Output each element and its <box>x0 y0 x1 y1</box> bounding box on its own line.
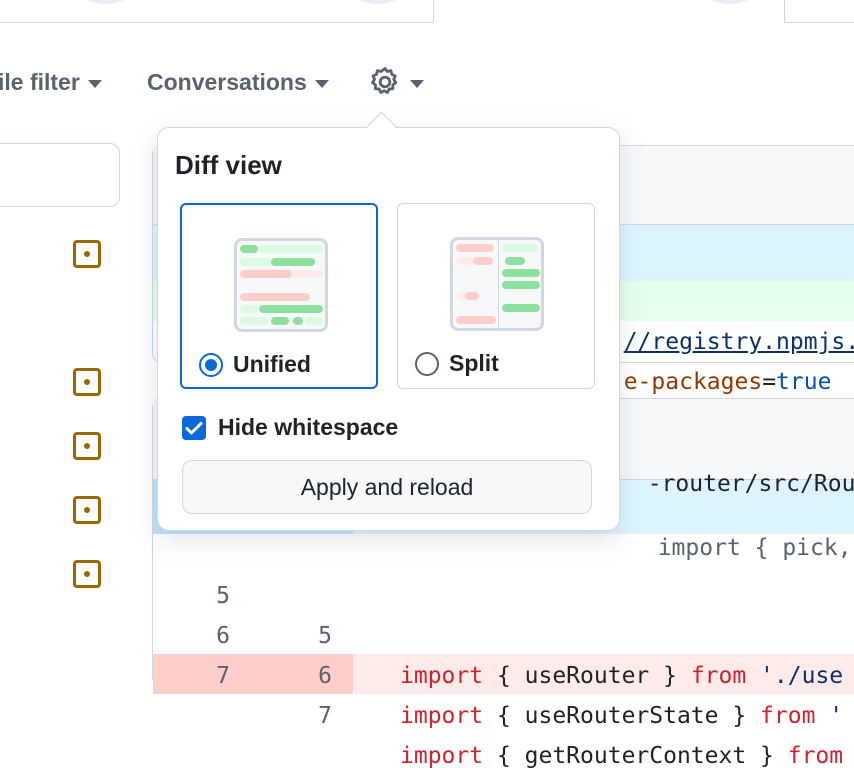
popover-title: Diff view <box>175 150 282 180</box>
file-modified-icon <box>73 240 101 268</box>
top-avatar-3 <box>702 0 758 4</box>
registry-url[interactable]: //registry.npmjs. <box>623 329 854 355</box>
code-text: { getRouterContext } <box>483 743 788 769</box>
keyword: import <box>400 703 484 729</box>
unified-radio-row[interactable]: Unified <box>199 351 311 378</box>
file-path-text: -router/src/Rout <box>647 471 854 497</box>
string-literal: './use <box>746 663 844 689</box>
hunk-header: import { pick, u <box>630 488 854 561</box>
new-line-number[interactable]: 6 <box>318 663 332 689</box>
code-text: { useRouter } <box>483 663 691 689</box>
split-label: Split <box>449 350 499 376</box>
chevron-down-icon <box>87 79 102 88</box>
hide-whitespace-label: Hide whitespace <box>218 414 399 440</box>
split-radio-row[interactable]: Split <box>415 350 499 377</box>
unified-preview-icon <box>234 238 328 332</box>
diff-view-popover: Diff view Unified <box>157 127 620 531</box>
split-option[interactable]: Split <box>397 203 595 389</box>
conversations-dropdown[interactable]: Conversations <box>147 64 329 100</box>
packages-attr: e-packages <box>623 369 763 395</box>
keyword: import <box>400 663 484 689</box>
code-line: 7 7 import { getRouterContext } from <box>154 616 854 769</box>
unified-radio[interactable] <box>199 352 223 377</box>
code-line-packages: e-packages=true <box>596 322 854 395</box>
file-filter-input[interactable] <box>0 143 120 207</box>
top-avatar-2 <box>350 0 406 4</box>
equals-sign: = <box>762 369 777 395</box>
hunk-text: import { pick, u <box>657 535 852 561</box>
checkmark-icon <box>185 421 203 434</box>
string-literal: ' <box>815 703 844 729</box>
keyword: from <box>787 743 844 769</box>
code-line: 5 5 import { useRouter } from './use <box>154 536 854 689</box>
chevron-down-icon <box>410 79 424 88</box>
file-modified-icon <box>73 432 101 460</box>
old-line-number[interactable]: 6 <box>216 623 230 649</box>
code-line-url: //registry.npmjs. <box>596 282 854 355</box>
keyword: from <box>690 663 747 689</box>
file-filter-dropdown[interactable]: ile filter <box>0 64 102 100</box>
keyword: from <box>760 703 816 729</box>
file-modified-icon <box>73 560 101 588</box>
apply-and-reload-button[interactable]: Apply and reload <box>182 460 592 514</box>
file-path[interactable]: -router/src/Rout <box>620 424 854 497</box>
keyword: import <box>400 743 484 769</box>
split-radio[interactable] <box>415 351 439 376</box>
file-modified-icon <box>73 496 101 524</box>
new-line-number[interactable]: 5 <box>318 623 332 649</box>
file-modified-icon <box>73 368 101 396</box>
old-line-number[interactable]: 5 <box>216 583 230 609</box>
code-text: { useRouterState } <box>483 703 761 729</box>
diff-settings-button[interactable] <box>368 64 424 100</box>
split-preview-icon <box>450 237 544 331</box>
chevron-down-icon <box>314 79 329 88</box>
old-line-number[interactable]: 7 <box>216 663 230 689</box>
hide-whitespace-checkbox[interactable] <box>182 415 206 440</box>
top-tab-right <box>784 0 854 23</box>
file-filter-label: ile filter <box>0 68 80 95</box>
gear-icon <box>371 67 398 94</box>
top-tab-left <box>0 0 434 23</box>
hide-whitespace-row[interactable]: Hide whitespace <box>182 414 398 441</box>
new-line-number[interactable]: 7 <box>318 703 332 729</box>
packages-value: true <box>776 369 832 395</box>
unified-label: Unified <box>233 351 311 377</box>
conversations-label: Conversations <box>147 68 307 95</box>
top-avatar-1 <box>78 0 134 4</box>
unified-option[interactable]: Unified <box>180 203 378 389</box>
code-line: 6 6 import { useRouterState } from ' <box>154 576 854 729</box>
